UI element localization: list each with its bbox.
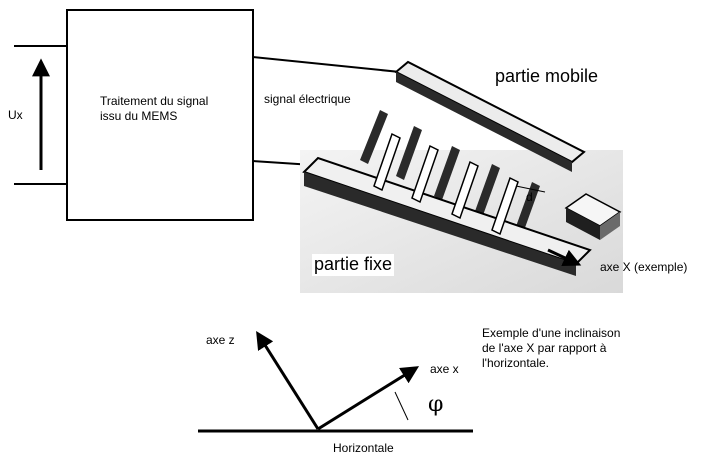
angle-marker: [394, 391, 409, 421]
mems-comb-icon: [300, 60, 623, 293]
block-label-line-2: issu du MEMS: [100, 109, 178, 123]
block-label-line-1: Traitement du signal: [100, 94, 209, 108]
signal-processing-block: [66, 9, 254, 221]
axe-x-example-arrow-icon: [547, 248, 582, 267]
example-note: Exemple d'une inclinaison de l'axe X par…: [482, 326, 620, 371]
signal-label: signal électrique: [264, 92, 351, 106]
d-label: d: [526, 190, 533, 204]
axe-z-label: axe z: [206, 333, 235, 347]
axe-z-arrow-icon: [256, 330, 320, 430]
example-note-line-2: de l'axe X par rapport à: [482, 341, 607, 355]
axe-x-label: axe x: [430, 362, 459, 376]
block-label: Traitement du signal issu du MEMS: [100, 94, 208, 124]
example-note-line-3: l'horizontale.: [482, 356, 549, 370]
horizontale-label: Horizontale: [333, 441, 394, 455]
axe-x-arrow-icon: [317, 366, 420, 431]
partie-mobile-label: partie mobile: [495, 66, 599, 86]
partie-fixe-label: partie fixe: [312, 254, 395, 276]
signal-wire-top: [252, 56, 401, 73]
ux-label: Ux: [8, 108, 23, 122]
axe-x-exemple-label: axe X (exemple): [600, 260, 688, 274]
phi-label: φ: [428, 392, 444, 417]
example-note-line-1: Exemple d'une inclinaison: [482, 326, 621, 340]
